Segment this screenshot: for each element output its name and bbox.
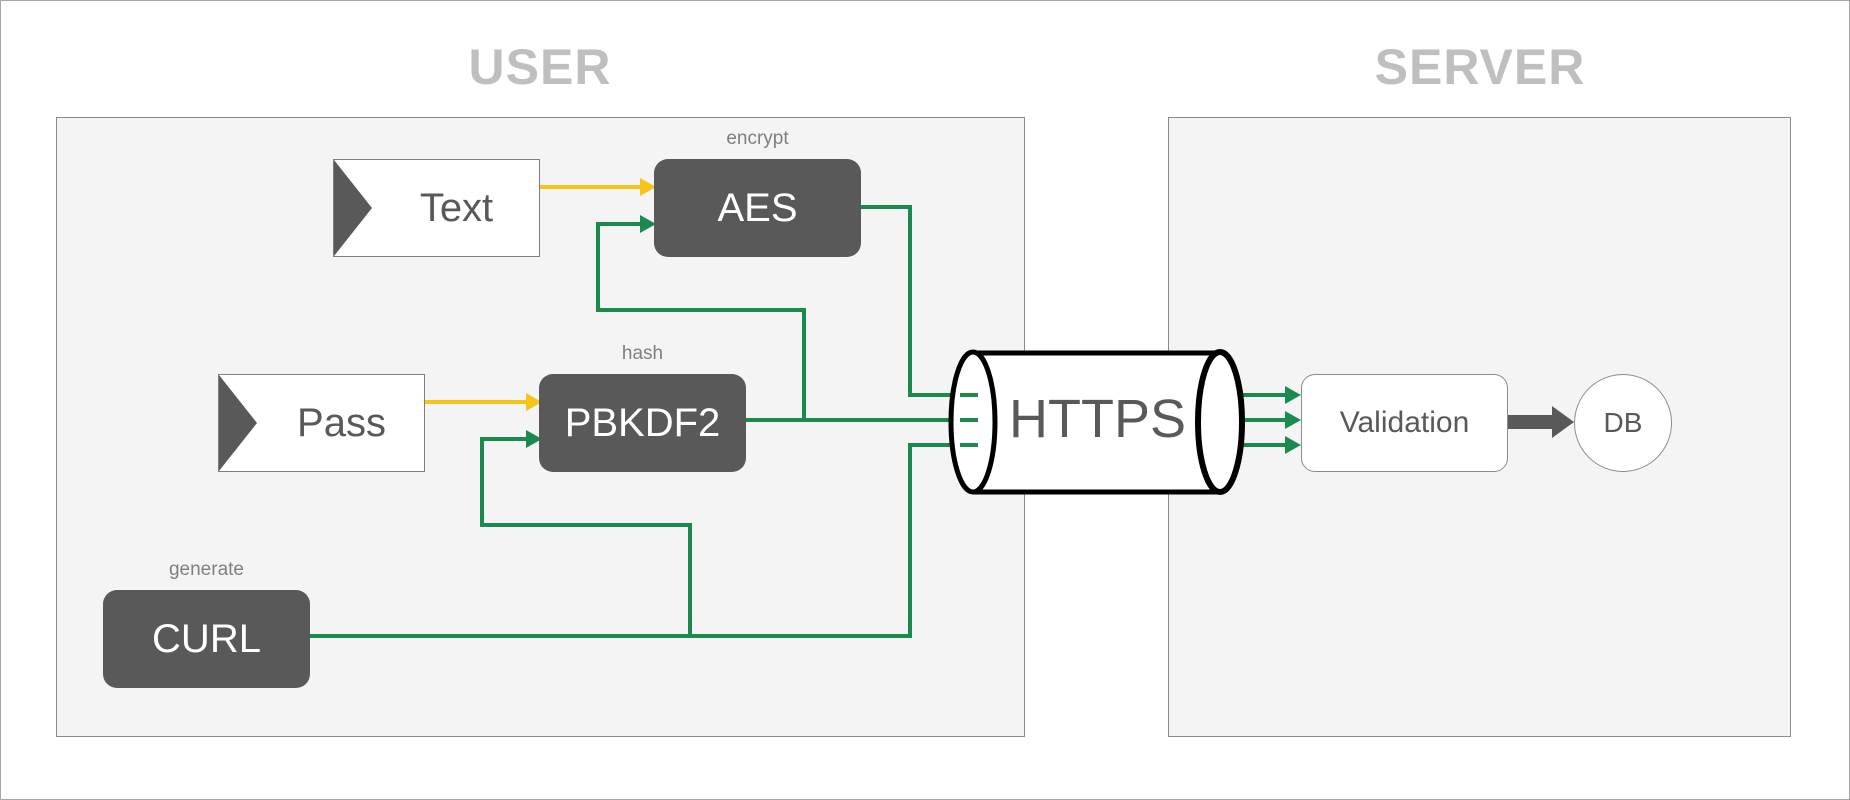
curl-to-pbkdf2-line [480,437,692,636]
validation-node: Validation [1301,374,1508,472]
text-input-node: Text [333,159,540,257]
curl-to-https-line [310,443,978,638]
aes-to-https-line [861,205,978,397]
aes-node: AES [654,159,861,257]
pass-to-pbkdf2-arrowhead [526,393,542,411]
input-flag-icon [219,375,257,471]
pbkdf2-node: PBKDF2 [539,374,746,472]
https-to-validation-arrowhead-3 [1285,436,1301,454]
server-section-title: SERVER [1374,39,1586,95]
pbkdf2-to-aes-line [596,222,806,420]
user-section-title: USER [468,39,612,95]
curl-node: CURL [103,590,310,688]
validation-label: Validation [1339,406,1470,439]
pass-input-label: Pass [297,400,386,445]
pbkdf2-to-aes-arrowhead [640,215,656,233]
aes-caption: encrypt [726,128,789,149]
validation-to-db-arrow [1508,406,1574,438]
db-node: DB [1574,374,1672,472]
pbkdf2-label: PBKDF2 [564,400,721,445]
text-input-label: Text [419,185,494,230]
input-flag-icon [334,160,372,256]
curl-caption: generate [168,559,244,580]
curl-to-pbkdf2-arrowhead [526,430,542,448]
https-to-validation-arrowhead-1 [1285,386,1301,404]
db-label: DB [1603,407,1643,438]
pass-input-node: Pass [218,374,425,472]
pbkdf2-caption: hash [621,343,664,364]
https-cylinder [948,349,1245,495]
https-label: HTTPS [1008,389,1186,449]
https-to-validation-arrowhead-2 [1285,411,1301,429]
curl-label: CURL [152,616,261,661]
aes-label: AES [717,185,798,230]
text-to-aes-arrowhead [640,178,656,196]
